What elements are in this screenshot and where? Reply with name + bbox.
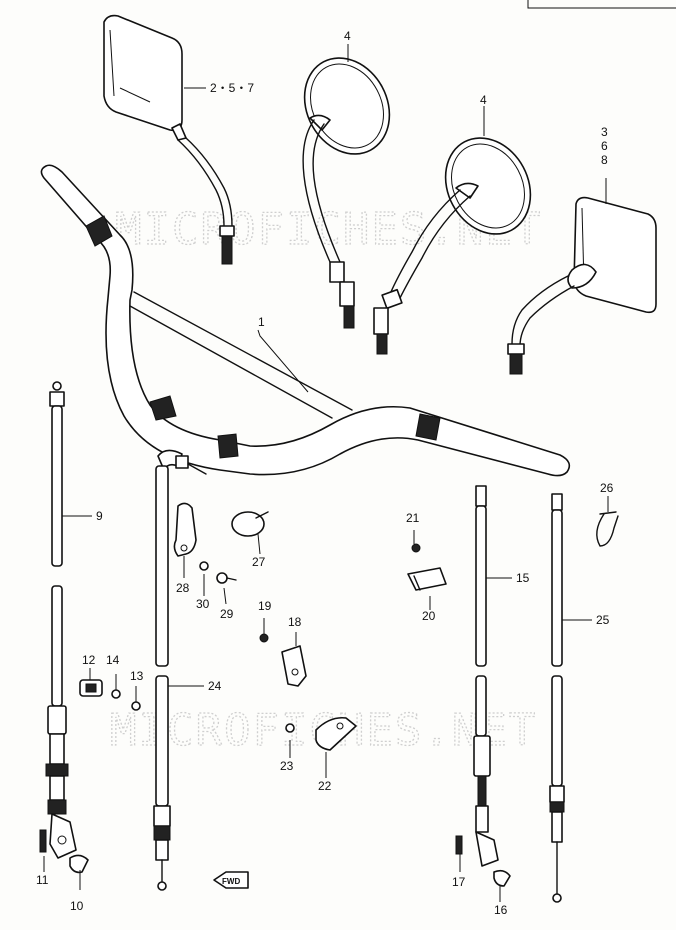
callout-14: 14 <box>106 653 120 667</box>
screw-13 <box>131 701 141 711</box>
callout-22: 22 <box>318 779 332 793</box>
callout-8: 8 <box>601 153 608 167</box>
cable-25 <box>549 493 565 903</box>
callout-4-left: 4 <box>344 29 351 43</box>
nut-16 <box>493 869 511 887</box>
callout-12: 12 <box>82 653 96 667</box>
callout-19: 19 <box>258 599 272 613</box>
nut-10 <box>69 854 89 874</box>
callout-6: 6 <box>601 139 608 153</box>
callout-3: 3 <box>601 125 608 139</box>
bracket-18 <box>281 645 307 687</box>
mirror-round-center-right <box>373 137 532 355</box>
mirror-rectangular-left <box>103 14 235 265</box>
bracket-22 <box>315 716 357 751</box>
spring-clip-26 <box>596 511 619 547</box>
callout-labels: 1 2・5・7 4 4 3 6 8 9 10 11 12 13 14 15 16… <box>36 29 614 917</box>
callout-28: 28 <box>176 581 190 595</box>
callout-26: 26 <box>600 481 614 495</box>
callout-21: 21 <box>406 511 420 525</box>
callout-1: 1 <box>258 315 265 329</box>
callout-27: 27 <box>252 555 266 569</box>
nut-14 <box>111 689 121 699</box>
front-brake-cable <box>473 485 499 867</box>
mirror-rectangular-right <box>507 196 657 375</box>
callout-4-right: 4 <box>480 93 487 107</box>
callout-13: 13 <box>130 669 144 683</box>
washer-30 <box>199 561 209 571</box>
screw-11 <box>39 829 47 853</box>
handlebar <box>40 164 571 477</box>
callout-10: 10 <box>70 899 84 913</box>
callout-29: 29 <box>220 607 234 621</box>
throttle-cable <box>45 381 77 859</box>
callout-30: 30 <box>196 597 210 611</box>
bracket-20 <box>407 567 447 591</box>
grip-band <box>85 215 441 459</box>
forward-arrow-label: FWD <box>222 877 240 886</box>
callout-11: 11 <box>36 873 49 887</box>
bolt-19 <box>259 633 269 643</box>
callout-18: 18 <box>288 615 302 629</box>
bolt-23 <box>285 723 295 733</box>
screw-29 <box>216 572 237 584</box>
callout-16: 16 <box>494 903 508 917</box>
callout-15: 15 <box>516 571 530 585</box>
cotter-pin-17 <box>455 835 463 855</box>
callout-9: 9 <box>96 509 103 523</box>
callout-3-6-8: 3 6 8 <box>601 125 611 167</box>
callout-17: 17 <box>452 875 466 889</box>
clutch-cable <box>153 449 207 891</box>
forward-arrow: FWD <box>213 871 249 889</box>
mirror-round-center-left <box>302 57 391 329</box>
corner-frame <box>527 0 676 9</box>
clip-27 <box>231 511 269 537</box>
callout-2-5-7: 2・5・7 <box>210 81 254 95</box>
callout-23: 23 <box>280 759 294 773</box>
bolt-21 <box>411 543 421 553</box>
callout-24: 24 <box>208 679 222 693</box>
leader-lines <box>43 44 609 902</box>
callout-20: 20 <box>422 609 436 623</box>
callout-25: 25 <box>596 613 610 627</box>
cable-clamp-28 <box>173 502 197 557</box>
cable-adjuster-12 <box>79 679 103 697</box>
